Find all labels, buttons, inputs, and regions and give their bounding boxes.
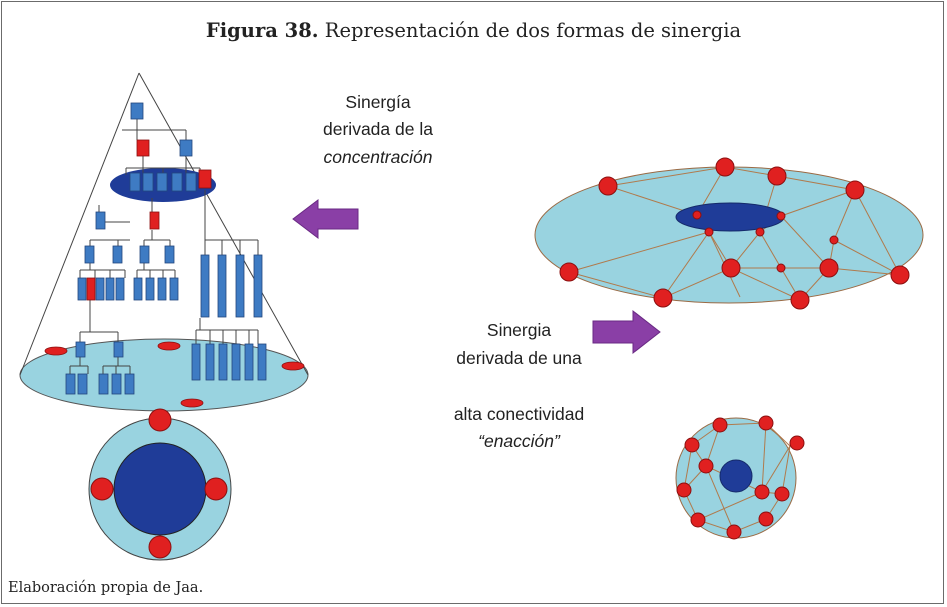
concentration-label: Sinergía derivada de la concentración — [323, 92, 433, 167]
connectivity-label: Sinergia derivada de una alta conectivid… — [454, 320, 584, 451]
figure-number: Figura 38. — [205, 19, 319, 42]
cone-blue-nodes — [65, 102, 267, 395]
concentration-label-line3: concentración — [324, 147, 433, 167]
figure-credit: Elaboración propia de Jaa. — [8, 580, 204, 596]
circle-node-bottom — [148, 535, 172, 559]
connectivity-label-line1: Sinergia — [487, 320, 551, 340]
figure-caption: Representación de dos formas de sinergia — [324, 19, 742, 42]
network-ellipse — [534, 157, 924, 310]
connectivity-label-line2: derivada de una — [456, 348, 582, 368]
concentration-label-line1: Sinergía — [345, 92, 410, 112]
concentration-circle — [88, 408, 232, 561]
connectivity-label-line3: alta conectividad — [454, 404, 584, 424]
enaction-circle — [675, 415, 805, 540]
cone-model — [19, 72, 309, 561]
cone-tree-lines — [69, 118, 259, 374]
network-hub — [675, 202, 785, 232]
network-nodes — [559, 157, 910, 310]
concentration-label-line2: derivada de la — [323, 119, 433, 139]
enaction-nodes — [676, 415, 805, 540]
left-arrow-icon — [292, 198, 359, 240]
figure-title: Figura 38. Representación de dos formas … — [2, 19, 945, 42]
cone-outline — [19, 72, 309, 376]
circle-node-left — [90, 477, 114, 501]
circle-node-top — [148, 408, 172, 432]
enaction-hub — [719, 459, 753, 493]
right-arrow-icon — [592, 309, 661, 355]
connectivity-label-line4: “enacción” — [478, 431, 561, 451]
circle-node-right — [204, 477, 228, 501]
cone-red-nodes — [44, 139, 305, 408]
